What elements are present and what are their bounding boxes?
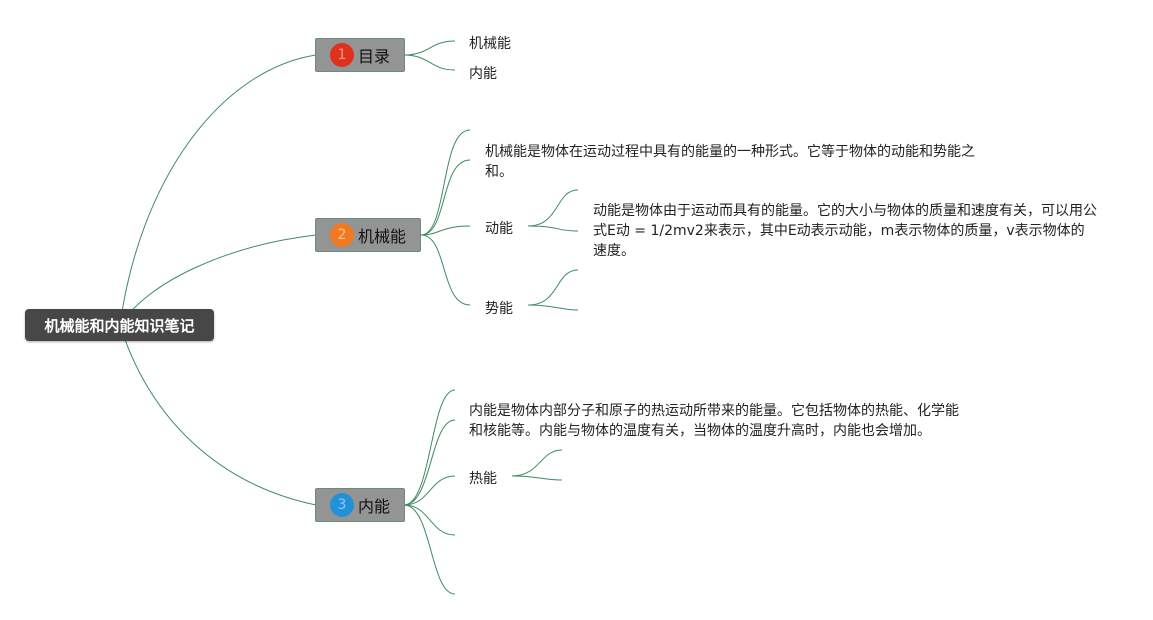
link-potential-b <box>527 304 579 311</box>
link-thermal-a <box>511 449 563 477</box>
link-internal-top <box>403 389 456 506</box>
link-toc-item2 <box>403 54 456 71</box>
branch-node-internal[interactable]: 3 内能 <box>315 488 405 522</box>
kinetic-node[interactable]: 动能 <box>485 221 513 237</box>
number-badge-3: 3 <box>330 493 354 517</box>
mechanical-definition[interactable]: 机械能是物体在运动过程中具有的能量的一种形式。它等于物体的动能和势能之和。 <box>485 144 975 180</box>
link-toc-item1 <box>403 40 456 56</box>
branch-label-toc: 目录 <box>358 47 391 66</box>
link-internal-definition <box>403 419 456 506</box>
link-internal-c <box>403 504 456 536</box>
link-mech-potential <box>420 234 471 306</box>
link-internal-d <box>403 504 456 595</box>
potential-node[interactable]: 势能 <box>485 301 513 317</box>
link-mech-definition <box>420 159 471 236</box>
root-node[interactable]: 机械能和内能知识笔记 <box>25 309 214 341</box>
link-mech-top <box>420 129 471 236</box>
branch-node-mechanical[interactable]: 2 机械能 <box>315 218 421 252</box>
number-badge-2: 2 <box>330 223 354 247</box>
toc-item-mechanical[interactable]: 机械能 <box>469 36 511 52</box>
branch-label-internal: 内能 <box>358 497 391 516</box>
link-root-branch2 <box>119 234 317 326</box>
link-internal-thermal <box>403 475 456 506</box>
link-root-branch3 <box>119 324 317 506</box>
link-root-branch1 <box>119 54 317 326</box>
root-label: 机械能和内能知识笔记 <box>44 316 195 335</box>
link-potential-a <box>527 269 579 306</box>
number-badge-1: 1 <box>330 43 354 67</box>
link-kinetic-b <box>527 225 579 232</box>
branch-node-toc[interactable]: 1 目录 <box>315 38 405 72</box>
kinetic-definition[interactable]: 动能是物体由于运动而具有的能量。它的大小与物体的质量和速度有关，可以用公式E动 … <box>593 203 1097 259</box>
thermal-node[interactable]: 热能 <box>469 471 497 487</box>
toc-item-internal[interactable]: 内能 <box>469 66 497 82</box>
link-thermal-b <box>511 475 563 481</box>
link-kinetic-a <box>527 189 579 227</box>
branch-label-mechanical: 机械能 <box>358 227 407 246</box>
link-mech-kinetic <box>420 225 471 236</box>
internal-definition[interactable]: 内能是物体内部分子和原子的热运动所带来的能量。它包括物体的热能、化学能和核能等。… <box>469 403 959 439</box>
